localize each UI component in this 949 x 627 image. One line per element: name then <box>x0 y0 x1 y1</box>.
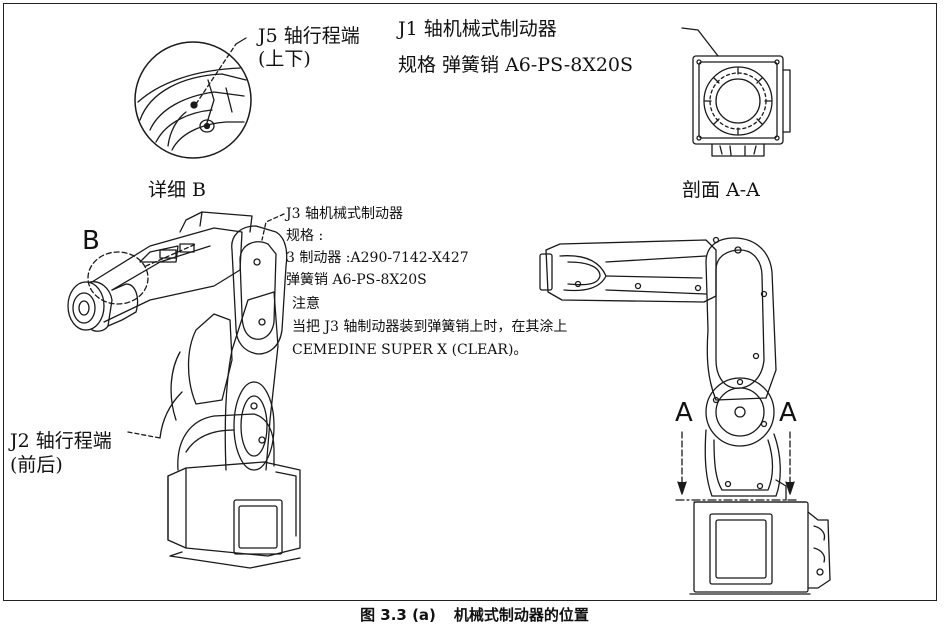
j3-note-line1: 当把 J3 轴制动器装到弹簧销上时，在其涂上 <box>292 319 568 335</box>
j3-spec-label: 规格 : <box>286 228 324 244</box>
j1-brake-spec: 规格 弹簧销 A6-PS-8X20S <box>398 54 634 76</box>
figure-title: 机械式制动器的位置 <box>453 606 589 624</box>
section-aa-drawing <box>681 27 791 157</box>
detail-b-title: 详细 B <box>148 179 207 201</box>
j5-stroke-end-label: J5 轴行程端 <box>258 25 360 47</box>
figure-frame <box>3 3 937 601</box>
view-marker-b: B <box>82 226 100 256</box>
j2-stroke-end-label: J2 轴行程端 <box>10 430 112 452</box>
robot-right-drawing <box>539 236 831 595</box>
j3-note-title: 注意 <box>292 296 320 312</box>
j3-spring-pin: 弹簧销 A6-PS-8X20S <box>286 272 427 288</box>
section-marker-a-right: A <box>779 398 797 428</box>
j3-brake-title: J3 轴机械式制动器 <box>286 206 403 222</box>
j3-brake-part: 3 制动器 :A290-7142-X427 <box>286 250 469 266</box>
j5-direction-label: (上下) <box>258 48 311 70</box>
detail-b-drawing <box>134 37 252 159</box>
figure-caption: 图 3.3 (a) 机械式制动器的位置 <box>0 604 949 625</box>
section-aa-title: 剖面 A-A <box>682 179 760 201</box>
figure-number: 图 3.3 (a) <box>360 606 436 624</box>
section-marker-a-left: A <box>675 398 693 428</box>
robot-left-drawing <box>67 211 301 569</box>
j1-brake-label: J1 轴机械式制动器 <box>398 18 557 40</box>
j2-direction-label: (前后) <box>10 454 63 476</box>
j3-note-line2: CEMEDINE SUPER X (CLEAR)。 <box>292 342 528 358</box>
